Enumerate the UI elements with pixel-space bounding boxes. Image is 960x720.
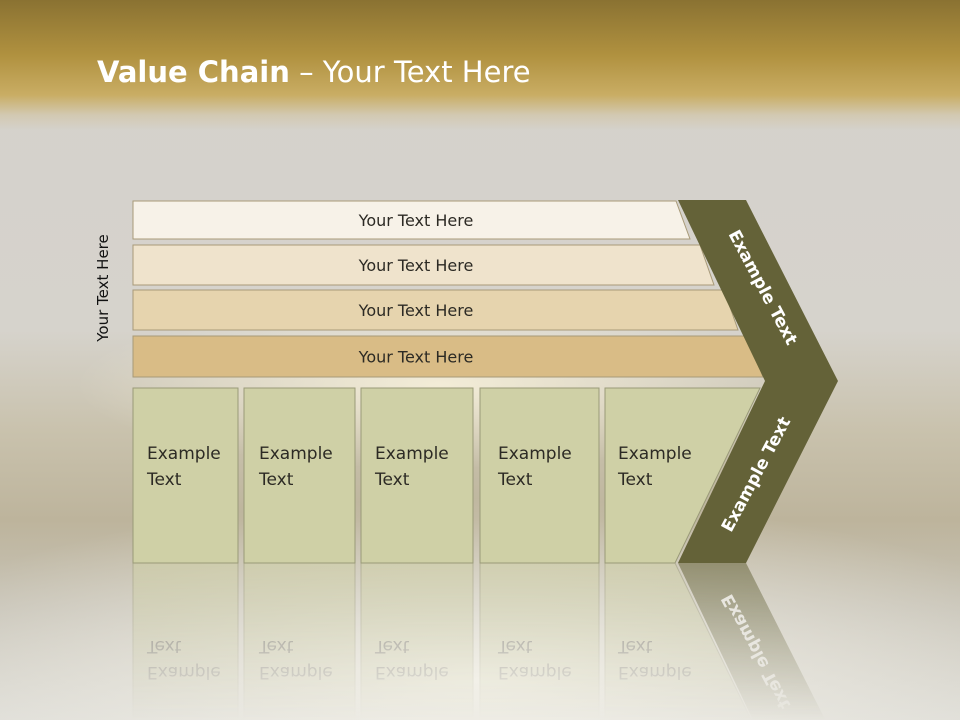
reflection-column-label-line2-3: Text <box>374 636 410 656</box>
slide-title-rest: – Your Text Here <box>289 55 531 89</box>
reflection-column-5 <box>604 562 752 720</box>
reflection-column-4 <box>479 562 600 720</box>
column-4 <box>479 387 600 564</box>
column-label-line2-5: Text <box>617 470 653 490</box>
reflection-column-label-line2-5: Text <box>617 636 653 656</box>
reflection-column-label-line2-4: Text <box>497 636 533 656</box>
reflection-column-label-line1-3: Example <box>375 662 449 682</box>
column-label-line1-3: Example <box>375 444 449 464</box>
reflection-column-label-4: Example Text <box>497 636 572 682</box>
support-bar-1 <box>132 200 691 240</box>
column-label-line2-1: Text <box>146 470 182 490</box>
support-bar-4 <box>132 335 764 378</box>
support-bar-label-2: Your Text Here <box>358 256 474 275</box>
support-bar-3 <box>132 289 739 331</box>
column-3 <box>360 387 474 564</box>
column-label-line2-2: Text <box>258 470 294 490</box>
reflection-column-2 <box>243 562 356 720</box>
reflection-column-1 <box>132 562 239 720</box>
reflection-column-label-line1-5: Example <box>618 662 692 682</box>
reflection-column-label-line2-2: Text <box>258 636 294 656</box>
reflection-chevron-lower <box>678 563 826 720</box>
column-label-line2-3: Text <box>374 470 410 490</box>
margin-chevron <box>678 200 838 563</box>
column-1 <box>132 387 239 564</box>
column-label-line1-1: Example <box>147 444 221 464</box>
support-bar-label-4: Your Text Here <box>358 348 474 367</box>
reflection-column-label-3: Example Text <box>374 636 449 682</box>
slide-title: Value Chain – Your Text Here <box>97 55 531 89</box>
column-label-line1-4: Example <box>498 444 572 464</box>
reflection-column-label-2: Example Text <box>258 636 333 682</box>
column-label-line2-4: Text <box>497 470 533 490</box>
reflection-column-label-line1-2: Example <box>259 662 333 682</box>
column-2 <box>243 387 356 564</box>
reflection-column-label-line1-4: Example <box>498 662 572 682</box>
reflection-column-3 <box>360 562 474 720</box>
reflection-column-label-line1-1: Example <box>147 662 221 682</box>
reflection-column-label-1: Example Text <box>146 636 221 682</box>
diagram-reflection: ExampleTextExampleTextExampleTextExample… <box>132 562 826 720</box>
support-bar-label-3: Your Text Here <box>358 301 474 320</box>
support-bar-label-1: Your Text Here <box>358 211 474 230</box>
support-bar-2 <box>132 244 715 286</box>
column-label-line1-5: Example <box>618 444 692 464</box>
reflection-column-label-5: Example Text <box>617 636 692 682</box>
header-band <box>0 0 960 130</box>
column-label-line1-2: Example <box>259 444 333 464</box>
reflection-column-label-line2-1: Text <box>146 636 182 656</box>
slide-title-bold: Value Chain <box>97 55 290 89</box>
